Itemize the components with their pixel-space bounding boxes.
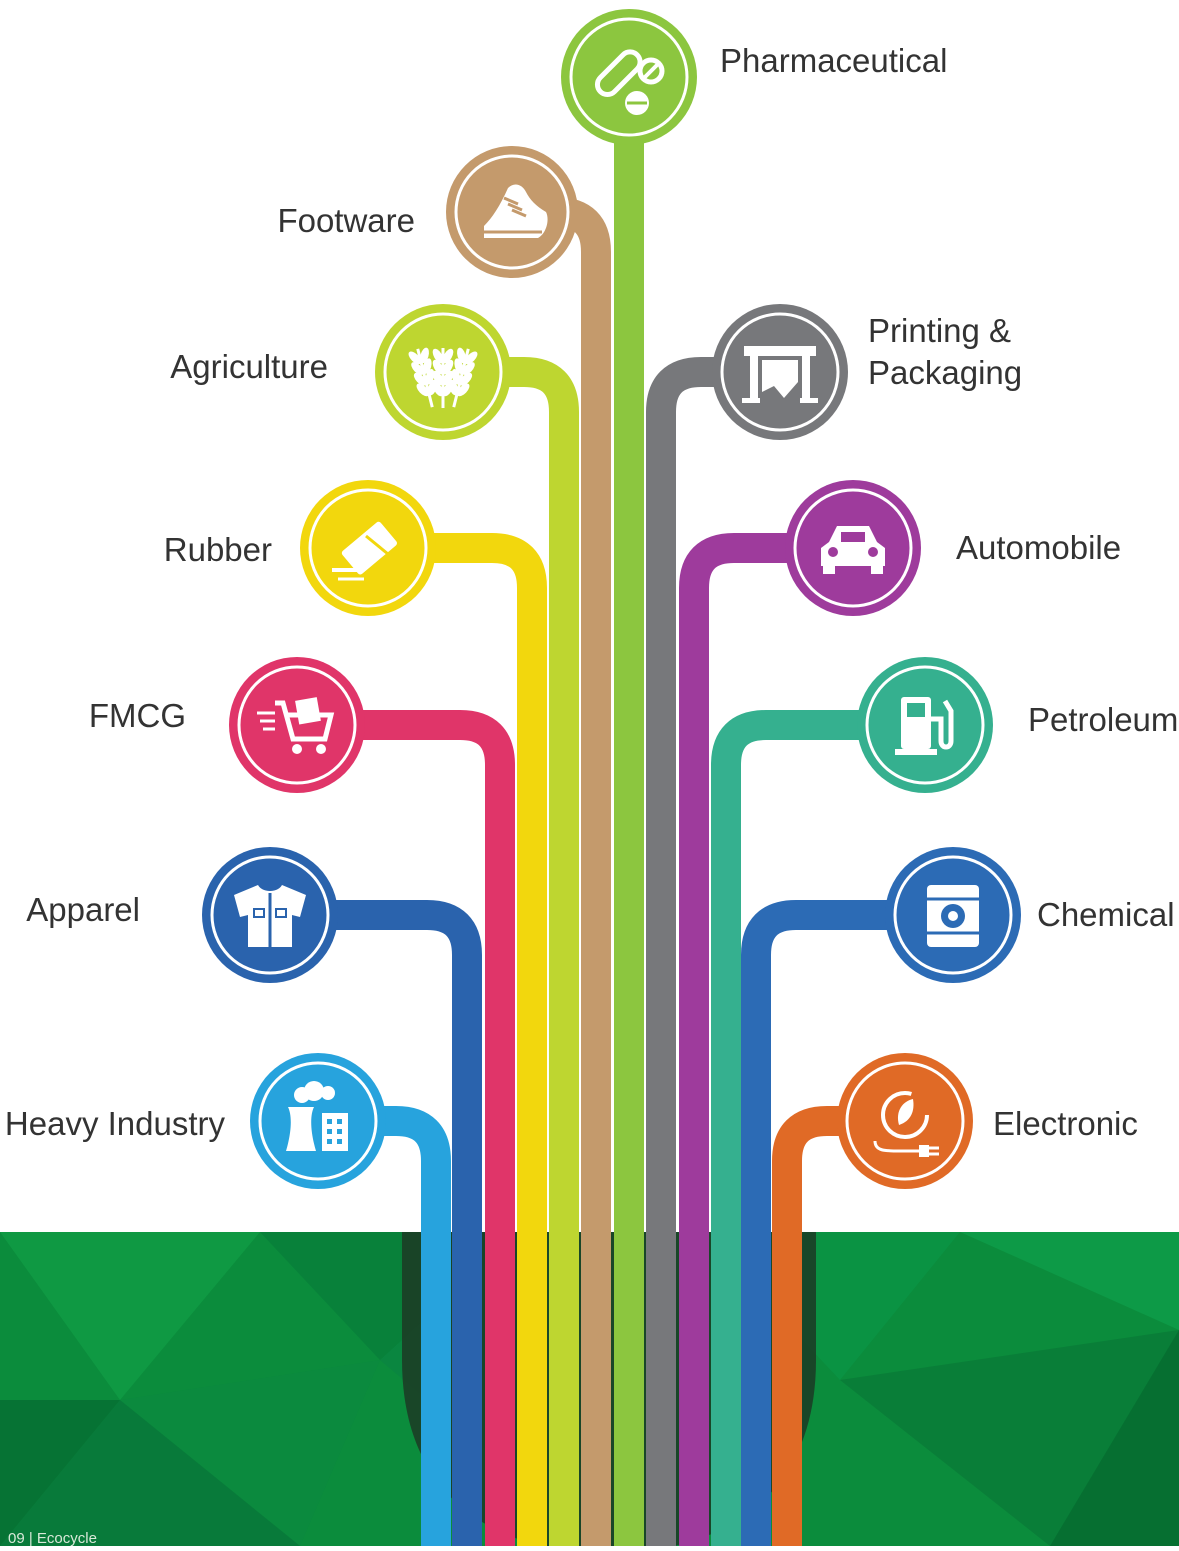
node-ring-rubber: [308, 488, 428, 608]
node-circle-heavy-industry: [250, 1053, 386, 1189]
shopping-cart-icon: [257, 697, 335, 754]
factory-icon: [286, 1081, 348, 1151]
node-ring-fmcg: [237, 665, 357, 785]
shirt-icon: [234, 885, 306, 947]
node-ring-heavy-industry: [258, 1061, 378, 1181]
printing-press-icon: [742, 346, 818, 403]
stem-agriculture: [443, 357, 579, 1546]
label-petroleum: Petroleum: [1028, 701, 1178, 738]
wheat-icon: [408, 347, 478, 408]
label-printing-packaging-line-1: Printing &: [868, 312, 1011, 349]
stem-apparel: [270, 900, 482, 1546]
node-ring-pharmaceutical: [569, 17, 689, 137]
node-electronic: Electronic: [837, 1053, 1138, 1189]
fuel-pump-icon: [895, 697, 954, 755]
pill-capsule-icon: [594, 49, 665, 115]
label-electronic: Electronic: [993, 1105, 1138, 1142]
node-apparel: Apparel: [26, 847, 338, 983]
label-printing-packaging-line-2: Packaging: [868, 354, 1022, 391]
stem-automobile: [679, 533, 853, 1546]
stem-printing-packaging: [646, 357, 780, 1546]
node-ring-petroleum: [865, 665, 985, 785]
stem-electronic: [772, 1106, 905, 1546]
label-agriculture: Agriculture: [170, 348, 328, 385]
label-heavy-industry: Heavy Industry: [5, 1105, 226, 1142]
label-fmcg: FMCG: [89, 697, 186, 734]
node-printing-packaging: Printing & Packaging: [712, 304, 1022, 440]
node-ring-footware: [454, 154, 570, 270]
stem-chemical: [741, 900, 953, 1546]
branch-stems: [270, 77, 953, 1546]
stem-petroleum: [711, 710, 925, 1546]
label-automobile: Automobile: [956, 529, 1121, 566]
running-shoe-icon: [484, 184, 548, 238]
label-rubber: Rubber: [164, 531, 272, 568]
node-rubber: Rubber: [164, 480, 436, 616]
stem-rubber: [368, 533, 547, 1546]
node-ring-agriculture: [383, 312, 503, 432]
node-pharmaceutical: Pharmaceutical: [561, 9, 947, 145]
node-circle-fmcg: [229, 657, 365, 793]
node-petroleum: Petroleum: [857, 657, 1178, 793]
node-ring-apparel: [210, 855, 330, 975]
electric-plug-icon: [873, 1091, 939, 1157]
node-chemical: Chemical: [885, 847, 1175, 983]
eraser-icon: [332, 521, 397, 581]
node-agriculture: Agriculture: [170, 304, 511, 440]
node-footware: Footware: [277, 146, 578, 278]
label-apparel: Apparel: [26, 891, 140, 928]
label-pharmaceutical: Pharmaceutical: [720, 42, 947, 79]
node-ring-electronic: [845, 1061, 965, 1181]
chemical-barrel-icon: [927, 885, 979, 947]
node-ring-chemical: [893, 855, 1013, 975]
page-footer: 09 | Ecocycle: [8, 1530, 97, 1546]
node-fmcg: FMCG: [89, 657, 365, 793]
node-heavy-industry: Heavy Industry: [5, 1053, 386, 1189]
car-icon: [821, 526, 885, 574]
label-chemical: Chemical: [1037, 896, 1175, 933]
stem-heavy-industry: [318, 1106, 451, 1546]
node-ring-automobile: [793, 488, 913, 608]
label-footware: Footware: [277, 202, 415, 239]
node-ring-printing-packaging: [720, 312, 840, 432]
stem-fmcg: [297, 710, 515, 1546]
node-automobile: Automobile: [785, 480, 1121, 616]
